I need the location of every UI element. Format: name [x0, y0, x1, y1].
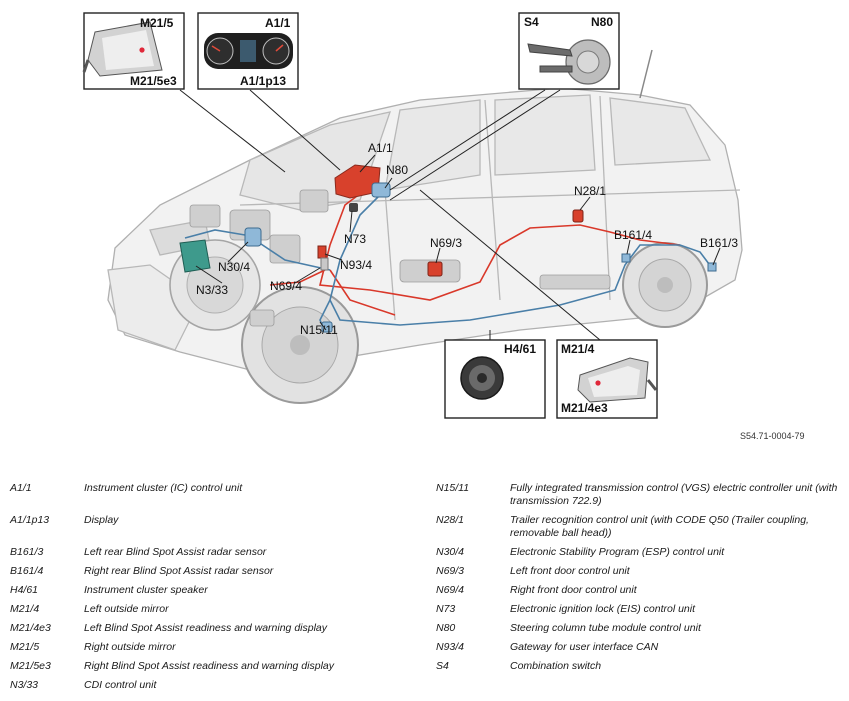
- legend-description: Fully integrated transmission control (V…: [510, 482, 838, 507]
- inset-right-mirror: M21/5 M21/5e3: [82, 12, 185, 90]
- inset-mirror-right-sub: M21/5e3: [130, 74, 177, 88]
- legend-description: Gateway for user interface CAN: [510, 641, 659, 653]
- legend-description: Steering column tube module control unit: [510, 622, 701, 634]
- rear-wheel: [622, 242, 708, 328]
- legend-code: B161/4: [10, 565, 44, 577]
- cdi-control-unit: [179, 239, 211, 273]
- legend-description: Right front door control unit: [510, 584, 637, 596]
- legend-description: Left outside mirror: [84, 603, 169, 615]
- legend-code: N30/4: [436, 546, 465, 558]
- legend-right: N15/11 Fully integrated transmission cont…: [436, 482, 846, 697]
- callout-n80: N80: [386, 163, 408, 177]
- front-wheel: [241, 286, 359, 404]
- trailer-recognition-unit: [572, 209, 584, 223]
- inset-mirror-left-code: M21/4: [561, 342, 595, 356]
- callout-n73: N73: [344, 232, 366, 246]
- legend-code: M21/4e3: [10, 622, 51, 634]
- can-bus-red: [269, 189, 681, 316]
- leader-lines: [179, 89, 721, 341]
- legend-code: M21/4: [10, 603, 40, 615]
- legend-description: Instrument cluster speaker: [84, 584, 208, 596]
- legend-description: Combination switch: [510, 660, 602, 672]
- legend-code: N80: [436, 622, 456, 634]
- legend-description: Electronic Stability Program (ESP) contr…: [510, 546, 725, 558]
- legend-description: Left Blind Spot Assist readiness and war…: [84, 622, 327, 634]
- inset-speaker-code: H4/61: [504, 342, 536, 356]
- inset-left-mirror: M21/4 M21/4e3: [556, 339, 658, 419]
- gateway-unit: [317, 245, 327, 259]
- callout-n69-3: N69/3: [430, 236, 462, 250]
- legend-code: B161/3: [10, 546, 44, 558]
- radar-sensor-right: [621, 253, 631, 263]
- legend-code: N3/33: [10, 679, 39, 691]
- callout-n93-4: N93/4: [340, 258, 372, 272]
- callout-b161-3: B161/3: [700, 236, 738, 250]
- radar-sensor-left: [707, 262, 717, 272]
- legend-description: Left front door control unit: [510, 565, 630, 577]
- legend-code: N69/3: [436, 565, 465, 577]
- legend-left: A1/1 Instrument cluster (IC) control unit…: [10, 482, 410, 697]
- inset-switch-code-right: N80: [591, 15, 613, 29]
- legend-code: N69/4: [436, 584, 465, 596]
- callout-n15-11: N15/11: [300, 323, 338, 337]
- right-door-unit: [320, 257, 329, 271]
- legend-code: M21/5e3: [10, 660, 51, 672]
- left-door-unit: [427, 261, 443, 277]
- legend-code: N15/11: [436, 482, 470, 494]
- callout-b161-4: B161/4: [614, 228, 652, 242]
- esp-control-unit: [244, 227, 262, 247]
- legend-code: H4/61: [10, 584, 39, 596]
- display-screen: [240, 40, 256, 62]
- inset-mirror-right-code: M21/5: [140, 16, 174, 30]
- callout-n28-1: N28/1: [574, 184, 606, 198]
- legend-code: S4: [436, 660, 449, 672]
- legend-description: Display: [84, 514, 119, 526]
- legend-code: A1/1p13: [10, 514, 50, 526]
- legend-description: Right Blind Spot Assist readiness and wa…: [84, 660, 334, 672]
- legend-code: M21/5: [10, 641, 40, 653]
- inset-combination-switch: S4 N80: [518, 12, 620, 90]
- inset-cluster-code: A1/1: [265, 16, 291, 30]
- legend-description: Instrument cluster (IC) control unit: [84, 482, 243, 494]
- callout-n30-4: N30/4: [218, 260, 250, 274]
- eis-unit: [349, 203, 358, 212]
- warning-indicator-icon: [139, 47, 145, 53]
- inset-cluster-sub: A1/1p13: [240, 74, 286, 88]
- legend-code: N93/4: [436, 641, 465, 653]
- vehicle-network-diagram: A1/1 N80 N28/1 B161/4 B161/3 N73 N69/3 N…: [82, 12, 743, 419]
- legend-code: N28/1: [436, 514, 465, 526]
- inset-instrument-cluster: A1/1 A1/1p13: [197, 12, 299, 90]
- legend-description: Trailer recognition control unit (with C…: [510, 514, 809, 539]
- inset-mirror-left-sub: M21/4e3: [561, 401, 608, 415]
- legend-code: N73: [436, 603, 456, 615]
- warning-indicator-icon: [595, 380, 601, 386]
- inset-switch-code-left: S4: [524, 15, 539, 29]
- legend-description: Right rear Blind Spot Assist radar senso…: [84, 565, 274, 577]
- document-id: S54.71-0004-79: [740, 431, 805, 441]
- legend-description: Electronic ignition lock (EIS) control u…: [510, 603, 695, 615]
- legend-description: Left rear Blind Spot Assist radar sensor: [84, 546, 267, 558]
- callout-a1-1: A1/1: [368, 141, 393, 155]
- inset-speaker: H4/61: [444, 339, 546, 419]
- legend-description: CDI control unit: [84, 679, 157, 691]
- legend-description: Right outside mirror: [84, 641, 176, 653]
- callout-n69-4: N69/4: [270, 279, 302, 293]
- callout-n3-33: N3/33: [196, 283, 228, 297]
- legend-code: A1/1: [10, 482, 32, 494]
- transmission-controller: [321, 321, 333, 333]
